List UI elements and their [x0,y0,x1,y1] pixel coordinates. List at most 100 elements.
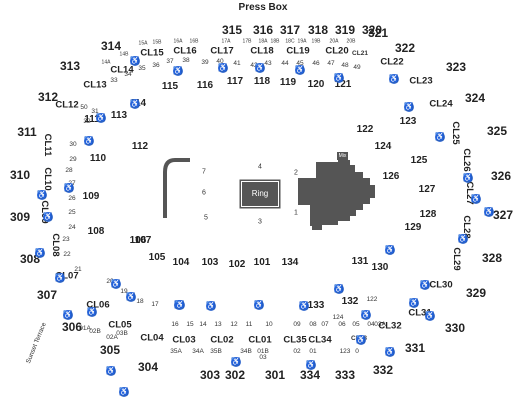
club-box-cl30[interactable]: CL30 [429,279,453,291]
suite-05[interactable]: 05 [352,320,360,328]
suite-29[interactable]: 29 [69,155,77,163]
suite-21[interactable]: 21 [74,265,82,273]
club-box-cl20[interactable]: CL20 [325,45,349,57]
suite-16a[interactable]: 16A [173,38,183,45]
suite-35b[interactable]: 35B [210,347,222,355]
club-box-cl23[interactable]: CL23 [409,75,433,87]
suite-47[interactable]: 47 [327,59,335,67]
club-box-cl31[interactable]: CL31 [408,307,432,319]
suite-34[interactable]: 34 [124,70,132,78]
club-box-cl24[interactable]: CL24 [429,98,453,110]
suite-08[interactable]: 08 [309,320,317,328]
section-323[interactable]: 323 [445,60,467,74]
suite-11[interactable]: 11 [245,320,253,328]
suite-18c[interactable]: 18C [285,38,295,45]
section-319[interactable]: 319 [334,23,356,37]
section-112[interactable]: 112 [131,141,149,152]
club-box-cl05[interactable]: CL05 [108,319,132,331]
section-321[interactable]: 321 [367,26,389,40]
suite-36[interactable]: 36 [152,61,160,69]
section-320[interactable]: 320 [361,23,383,37]
club-box-cl17[interactable]: CL17 [210,45,234,57]
section-106[interactable]: 106 [129,235,147,246]
suite-43[interactable]: 43 [264,59,272,67]
suite-02[interactable]: 02 [293,347,301,355]
suite-0[interactable]: 0 [355,347,359,355]
suite-45[interactable]: 45 [296,59,304,67]
suite-15b[interactable]: 15B [152,39,162,46]
suite-49[interactable]: 49 [353,63,361,71]
suite-01b[interactable]: 01B [257,347,269,355]
suite-30[interactable]: 30 [69,140,77,148]
club-box-cl10[interactable]: CL10 [41,167,53,191]
club-box-cl08[interactable]: CL08 [49,233,61,257]
section-312[interactable]: 312 [37,90,59,104]
section-316[interactable]: 316 [252,23,274,37]
club-box-cl25[interactable]: CL25 [449,121,461,145]
suite-20b[interactable]: 20B [346,38,356,45]
suite-38[interactable]: 38 [182,56,190,64]
section-309[interactable]: 309 [9,210,31,224]
section-326[interactable]: 326 [490,169,512,183]
club-box-cl18[interactable]: CL18 [250,45,274,57]
suite-03a[interactable]: 03A [374,320,386,328]
suite-39[interactable]: 39 [201,58,209,66]
suite-02a[interactable]: 02A [106,333,118,341]
club-box-cl26[interactable]: CL26 [460,148,472,172]
suite-28[interactable]: 28 [65,166,73,174]
suite-50[interactable]: 50 [80,103,88,111]
suite-02b[interactable]: 02B [89,327,101,335]
section-134[interactable]: 134 [281,257,299,268]
suite-20a[interactable]: 20A [329,38,339,45]
section-126[interactable]: 126 [382,171,400,182]
suite-37[interactable]: 37 [166,57,174,65]
section-117[interactable]: 117 [226,76,244,87]
suite-18b[interactable]: 18B [270,38,280,45]
club-box-cl07[interactable]: CL07 [55,270,79,282]
suite-16[interactable]: 16 [171,320,179,328]
section-116[interactable]: 116 [196,80,214,91]
suite-15a[interactable]: 15A [138,40,148,47]
section-328[interactable]: 328 [481,251,503,265]
section-129[interactable]: 129 [404,222,422,233]
section-101[interactable]: 101 [253,257,271,268]
section-315[interactable]: 315 [221,23,243,37]
suite-41[interactable]: 41 [233,59,241,67]
section-110[interactable]: 110 [89,153,107,164]
suite-23[interactable]: 23 [62,235,70,243]
section-128[interactable]: 128 [419,209,437,220]
suite-22[interactable]: 22 [63,250,71,258]
club-box-cl15[interactable]: CL15 [140,47,164,59]
club-box-cl32[interactable]: CL32 [378,320,402,332]
section-123[interactable]: 123 [399,116,417,127]
suite-17b[interactable]: 17B [242,38,252,45]
suite-33[interactable]: 33 [110,76,118,84]
floor-section-3[interactable]: 3 [258,218,262,226]
suite-07[interactable]: 07 [321,320,329,328]
floor-section-6[interactable]: 6 [202,189,206,197]
suite-48[interactable]: 48 [341,61,349,69]
section-127[interactable]: 127 [418,184,436,195]
suite-10[interactable]: 10 [265,320,273,328]
suite-18a[interactable]: 18A [258,38,268,45]
suite-18[interactable]: 18 [136,297,144,305]
suite-19[interactable]: 19 [120,287,128,295]
section-317[interactable]: 317 [279,23,301,37]
floor-section-7[interactable]: 7 [202,168,206,176]
section-118[interactable]: 118 [253,76,271,87]
section-104[interactable]: 104 [172,257,190,268]
suite-09[interactable]: 09 [293,320,301,328]
section-334[interactable]: 334 [299,368,321,382]
suite-03b[interactable]: 03B [116,329,128,337]
section-330[interactable]: 330 [444,321,466,335]
section-313[interactable]: 313 [59,59,81,73]
section-103[interactable]: 103 [201,257,219,268]
club-box-cl21[interactable]: CL21 [352,49,368,57]
floor-section-2[interactable]: 2 [294,169,298,177]
section-302[interactable]: 302 [224,368,246,382]
section-113[interactable]: 113 [110,110,128,121]
section-303[interactable]: 303 [199,368,221,382]
club-box-cl02[interactable]: CL02 [210,334,234,346]
suite-40[interactable]: 40 [216,57,224,65]
suite-14a[interactable]: 14A [101,59,111,66]
